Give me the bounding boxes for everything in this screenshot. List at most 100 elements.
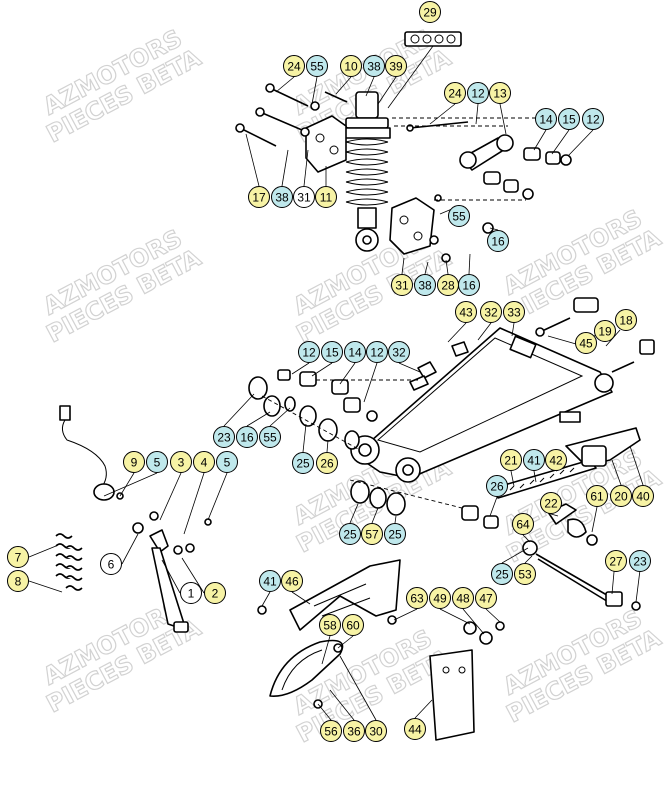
callout-13: 13 bbox=[489, 82, 511, 104]
callout-40: 40 bbox=[632, 485, 654, 507]
callout-bubble bbox=[283, 55, 305, 77]
callout-27: 27 bbox=[605, 550, 627, 572]
callout-bubble bbox=[236, 426, 258, 448]
callout-label: 24 bbox=[287, 60, 301, 74]
callout-46: 46 bbox=[281, 570, 303, 592]
callout-bubble bbox=[455, 301, 477, 323]
callout-bubble bbox=[193, 451, 215, 473]
callout-38: 38 bbox=[363, 55, 385, 77]
callout-label: 2 bbox=[212, 587, 219, 601]
callout-label: 40 bbox=[636, 490, 650, 504]
leader-line bbox=[401, 257, 405, 275]
callout-label: 12 bbox=[370, 346, 384, 360]
leader-line bbox=[398, 362, 421, 373]
leader-line bbox=[424, 261, 429, 275]
callout-label: 12 bbox=[586, 113, 600, 127]
callout-28: 28 bbox=[437, 274, 459, 296]
callout-41: 41 bbox=[259, 570, 281, 592]
leader-line bbox=[223, 393, 255, 427]
leader-line bbox=[393, 608, 418, 621]
callout-label: 53 bbox=[518, 568, 532, 582]
callout-label: 61 bbox=[590, 490, 604, 504]
leader-line bbox=[317, 703, 332, 721]
leader-line bbox=[629, 445, 644, 486]
callout-38: 38 bbox=[414, 274, 436, 296]
callout-label: 18 bbox=[619, 314, 633, 328]
callout-label: 33 bbox=[507, 306, 521, 320]
leader-line bbox=[339, 655, 377, 721]
callout-bubble bbox=[100, 553, 122, 575]
leader-line bbox=[439, 608, 471, 625]
callout-label: 23 bbox=[217, 431, 231, 445]
callout-bubble bbox=[170, 451, 192, 473]
callout-bubble bbox=[540, 492, 562, 514]
callout-1: 1 bbox=[180, 582, 202, 604]
callout-label: 22 bbox=[544, 497, 558, 511]
callout-bubble bbox=[615, 309, 637, 331]
callout-57: 57 bbox=[361, 523, 383, 545]
callout-bubble bbox=[582, 108, 604, 130]
upper-shock-bracket bbox=[235, 83, 348, 173]
callout-56: 56 bbox=[320, 720, 342, 742]
leader-line bbox=[303, 149, 309, 187]
callout-41: 41 bbox=[523, 449, 545, 471]
callout-label: 63 bbox=[410, 592, 424, 606]
callout-label: 13 bbox=[493, 87, 507, 101]
callout-31: 31 bbox=[293, 186, 315, 208]
line-art bbox=[55, 31, 655, 741]
callout-label: 4 bbox=[201, 456, 208, 470]
leader-line bbox=[161, 559, 181, 594]
callout-55: 55 bbox=[448, 205, 470, 227]
callout-36: 36 bbox=[343, 720, 365, 742]
callout-label: 16 bbox=[462, 279, 476, 293]
callout-label: 12 bbox=[471, 87, 485, 101]
callout-12: 12 bbox=[366, 341, 388, 363]
callout-17: 17 bbox=[248, 186, 270, 208]
callout-label: 45 bbox=[579, 337, 593, 351]
callout-label: 32 bbox=[484, 306, 498, 320]
callout-label: 60 bbox=[346, 619, 360, 633]
callout-bubble bbox=[475, 587, 497, 609]
callout-4: 4 bbox=[193, 451, 215, 473]
callout-label: 6 bbox=[108, 558, 115, 572]
leader-line bbox=[275, 76, 295, 93]
callout-bubble bbox=[259, 426, 281, 448]
callout-bubble bbox=[444, 82, 466, 104]
callout-12: 12 bbox=[467, 82, 489, 104]
callout-bubble bbox=[123, 451, 145, 473]
callout-label: 20 bbox=[614, 490, 628, 504]
callout-label: 27 bbox=[609, 555, 623, 569]
callout-label: 56 bbox=[324, 725, 338, 739]
lower-shock-bracket bbox=[389, 194, 451, 263]
callout-bubble bbox=[146, 451, 168, 473]
leader-line bbox=[533, 470, 537, 483]
callout-label: 44 bbox=[408, 723, 422, 737]
swingarm bbox=[350, 297, 655, 483]
callout-bubble bbox=[319, 614, 341, 636]
leader-line bbox=[377, 76, 397, 105]
pivot-spacers bbox=[248, 369, 429, 451]
callout-bubble bbox=[365, 720, 387, 742]
callout-label: 15 bbox=[325, 346, 339, 360]
callout-14: 14 bbox=[535, 108, 557, 130]
leader-line bbox=[365, 76, 375, 97]
callout-bubble bbox=[419, 1, 441, 23]
leader-line bbox=[567, 129, 594, 157]
callout-bubble bbox=[586, 485, 608, 507]
callout-bubble bbox=[448, 205, 470, 227]
callout-bubble bbox=[629, 550, 651, 572]
leader-line bbox=[611, 459, 622, 486]
callout-label: 14 bbox=[539, 113, 553, 127]
callout-label: 5 bbox=[154, 456, 161, 470]
callout-bubble bbox=[605, 550, 627, 572]
callout-bubble bbox=[281, 570, 303, 592]
leader-line bbox=[477, 322, 492, 341]
callout-5: 5 bbox=[216, 451, 238, 473]
callout-16: 16 bbox=[458, 274, 480, 296]
leader-line bbox=[281, 149, 289, 187]
leader-line bbox=[291, 591, 311, 605]
leader-line bbox=[489, 496, 498, 517]
